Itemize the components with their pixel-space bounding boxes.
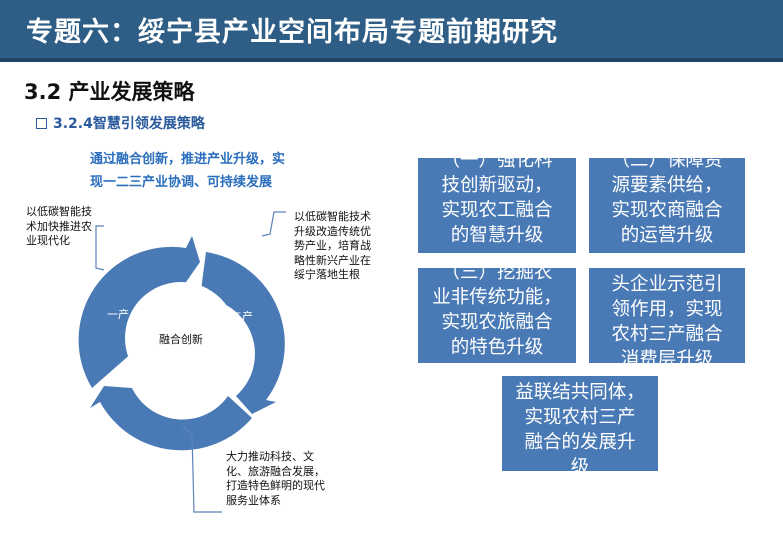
note-tertiary-industry: 大力推动科技、文化、旅游融合发展，打造特色鲜明的现代服务业体系 <box>226 450 325 507</box>
center-label: 融合创新 <box>159 332 203 346</box>
strategy-box-5-line: 益联结共同体， <box>515 382 645 403</box>
subsection-heading-text: 3.2.4智慧引领发展策略 <box>53 116 205 132</box>
title-bar: 专题六：绥宁县产业空间布局专题前期研究 <box>0 0 783 62</box>
strategy-box-4-line: 头企业示范引 <box>611 274 723 295</box>
segment-label-third: 三产 <box>170 404 192 418</box>
note-primary-industry: 以低碳智能技术加快推进农业现代化 <box>26 205 92 247</box>
strategy-box-1-line: 技创新驱动， <box>441 175 553 196</box>
strategy-box-4-line: 农村三产融合 <box>611 324 723 345</box>
strategy-box-2-line: 源要素供给， <box>611 175 723 196</box>
strategy-box-1-line: （一）强化科 <box>441 158 553 171</box>
strategy-box-2-line: 实现农商融合 <box>611 200 723 221</box>
strategy-box-3-line: 的特色升级 <box>450 337 544 358</box>
segment-label-first: 一产 <box>107 307 129 321</box>
note-secondary-industry: 以低碳智能技术升级改造传统优势产业，培育战略性新兴产业在绥宁落地生根 <box>294 210 371 281</box>
subsection-heading: 3.2.4智慧引领发展策略 <box>36 113 205 133</box>
strategy-box-4: 头企业示范引 领作用，实现 农村三产融合 消费层升级 <box>589 268 745 363</box>
strategy-box-5-line: 级 <box>570 457 590 471</box>
connector-line-first <box>95 225 105 271</box>
strategy-box-3-line: 业非传统功能， <box>432 287 562 308</box>
diagram-title-line1: 通过融合创新，推进产业升级，实 <box>90 152 286 167</box>
strategy-box-2-line: （二）保障资 <box>611 158 723 171</box>
strategy-box-5-line: 融合的发展升 <box>524 432 636 453</box>
strategy-box-5-line: 实现农村三产 <box>524 407 636 428</box>
strategy-box-1-line: 实现农工融合 <box>441 200 553 221</box>
strategy-box-3-line: （三）挖掘农 <box>441 268 553 283</box>
strategy-box-1-line: 的智慧升级 <box>450 225 544 246</box>
strategy-box-3: （三）挖掘农 业非传统功能， 实现农旅融合 的特色升级 <box>418 268 576 363</box>
section-heading: 3.2 产业发展策略 <box>24 80 195 104</box>
strategy-box-3-line: 实现农旅融合 <box>441 312 553 333</box>
page-title: 专题六：绥宁县产业空间布局专题前期研究 <box>26 17 558 48</box>
diagram-title-line2: 现一二三产业协调、可持续发展 <box>90 175 273 190</box>
strategy-box-1: （一）强化科 技创新驱动， 实现农工融合 的智慧升级 <box>418 158 576 253</box>
strategy-box-4-line: 领作用，实现 <box>611 299 723 320</box>
connector-line-third <box>181 425 222 513</box>
strategy-box-2-line: 的运营升级 <box>620 225 714 246</box>
strategy-box-4-line: 消费层升级 <box>620 349 714 363</box>
diagram-title: 通过融合创新，推进产业升级，实 现一二三产业协调、可持续发展 <box>90 148 300 194</box>
connector-line-second <box>261 211 286 237</box>
ring-segment-second <box>200 252 285 414</box>
cycle-center <box>125 282 237 394</box>
ring-segment-third <box>90 386 252 451</box>
square-bullet-icon <box>36 117 47 129</box>
segment-label-second: 二产 <box>231 309 253 323</box>
strategy-box-5: 益联结共同体， 实现农村三产 融合的发展升 级 <box>502 376 658 471</box>
strategy-box-2: （二）保障资 源要素供给， 实现农商融合 的运营升级 <box>589 158 745 253</box>
